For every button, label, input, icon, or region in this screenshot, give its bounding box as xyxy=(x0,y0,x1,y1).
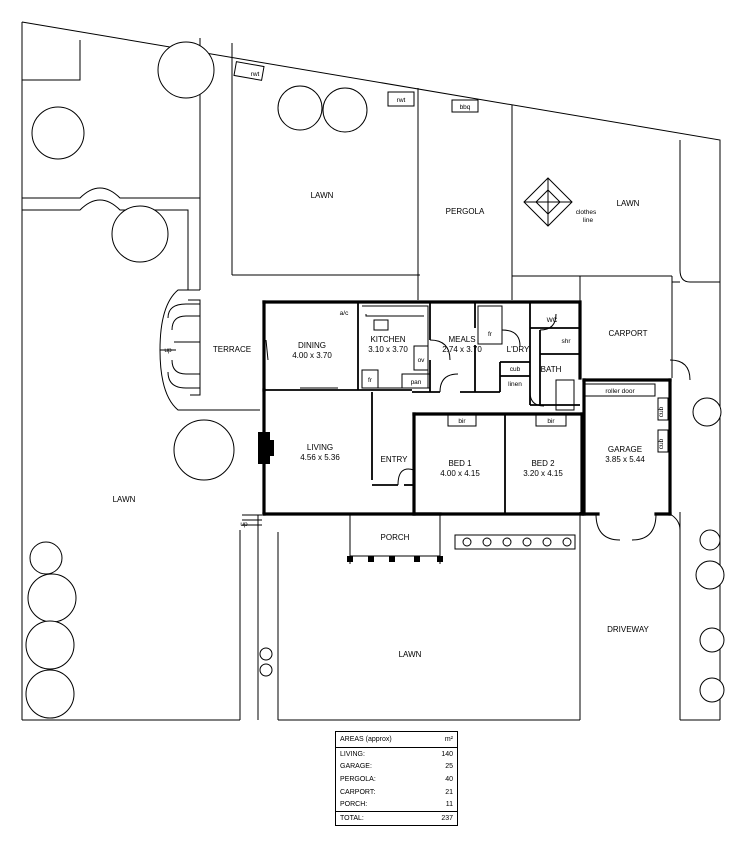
laundry-label: L'DRY xyxy=(507,345,530,354)
table-row: GARAGE: 25 xyxy=(336,761,457,774)
cub-label-1: cub xyxy=(510,366,521,373)
areas-table: AREAS (approx) m² LIVING: 140 GARAGE: 25… xyxy=(335,731,458,826)
wc-label: WC xyxy=(547,317,558,324)
bed2-label: BED 2 xyxy=(531,459,555,468)
trees xyxy=(25,41,725,719)
kitchen-dim: 3.10 x 3.70 xyxy=(368,345,408,354)
table-row: PERGOLA: 40 xyxy=(336,773,457,786)
ac-label: a/c xyxy=(340,310,349,317)
bed2-dim: 3.20 x 4.15 xyxy=(523,469,563,478)
porch-label: PORCH xyxy=(381,533,410,542)
garden-paths xyxy=(22,38,720,411)
entry-label: ENTRY xyxy=(381,455,409,464)
dining-label: DINING xyxy=(298,341,326,350)
garage-label: GARAGE xyxy=(608,445,642,454)
terrace-label: TERRACE xyxy=(213,345,251,354)
bir-label-1: bir xyxy=(458,418,466,425)
areas-table-unit: m² xyxy=(444,735,453,743)
area-label: LIVING: xyxy=(340,750,365,758)
bed1-dim: 4.00 x 4.15 xyxy=(440,469,480,478)
table-row: PORCH: 11 xyxy=(336,798,457,811)
fridge-label-2: fr xyxy=(488,331,493,338)
meals-label: MEALS xyxy=(448,335,475,344)
area-value: 11 xyxy=(445,801,453,809)
total-value: 237 xyxy=(441,814,453,822)
total-label: TOTAL: xyxy=(340,814,364,822)
roller-door-label: roller door xyxy=(605,388,635,395)
doors xyxy=(265,313,691,541)
rwt-label-2: rwt xyxy=(397,97,406,104)
yard-fixtures xyxy=(233,61,479,113)
area-value: 40 xyxy=(445,775,453,783)
lawn-top-label: LAWN xyxy=(311,191,334,200)
clothes-line-label: clothes xyxy=(576,209,597,216)
area-value: 140 xyxy=(441,750,453,758)
garage-dim: 3.85 x 5.44 xyxy=(605,455,645,464)
rwt-label-1: rwt xyxy=(251,71,260,78)
cub-label-3: cub xyxy=(658,438,665,449)
lawn-front-label: LAWN xyxy=(399,650,422,659)
dining-dim: 4.00 x 3.70 xyxy=(292,351,332,360)
table-row: CARPORT: 21 xyxy=(336,786,457,799)
front-planter xyxy=(454,534,576,550)
area-label: PERGOLA: xyxy=(340,775,376,783)
area-label: GARAGE: xyxy=(340,763,372,771)
carport-label: CARPORT xyxy=(609,329,648,338)
pantry-label: pan xyxy=(411,379,422,386)
areas-table-title: AREAS (approx) xyxy=(340,735,392,743)
table-row: LIVING: 140 xyxy=(336,748,457,761)
terrace-steps xyxy=(160,303,262,526)
meals-dim: 2.74 x 3.70 xyxy=(442,345,482,354)
living-dim: 4.56 x 5.36 xyxy=(300,453,340,462)
property-boundary xyxy=(21,21,721,721)
kitchen-label: KITCHEN xyxy=(370,335,405,344)
fridge-label-1: fr xyxy=(368,377,373,384)
areas-table-header: AREAS (approx) m² xyxy=(336,732,457,748)
driveway-label: DRIVEWAY xyxy=(607,625,649,634)
room-labels: LAWN PERGOLA LAWN clothes line rwt rwt b… xyxy=(113,71,665,659)
pergola-label: PERGOLA xyxy=(446,207,485,216)
bbq-label: bbq xyxy=(460,104,471,111)
bir-label-2: bir xyxy=(547,418,555,425)
linen-label: linen xyxy=(508,381,522,388)
table-total-row: TOTAL: 237 xyxy=(336,810,457,825)
interior-walls xyxy=(264,302,580,514)
up-label-1: up xyxy=(164,347,172,354)
oven-label: ov xyxy=(418,357,426,364)
area-value: 21 xyxy=(445,788,453,796)
lawn-left-label: LAWN xyxy=(113,495,136,504)
clothes-line xyxy=(523,177,573,227)
lawn-right-label: LAWN xyxy=(617,199,640,208)
area-label: CARPORT: xyxy=(340,788,376,796)
clothes-line-label-2: line xyxy=(583,217,594,224)
shr-label: shr xyxy=(561,338,571,345)
area-label: PORCH: xyxy=(340,801,368,809)
cub-label-2: cub xyxy=(658,406,665,417)
up-label-2: up xyxy=(240,521,248,528)
bath-label: BATH xyxy=(541,365,562,374)
fireplace xyxy=(258,432,274,464)
area-value: 25 xyxy=(445,763,453,771)
kitchen-counters xyxy=(361,305,503,389)
bed1-label: BED 1 xyxy=(448,459,472,468)
living-label: LIVING xyxy=(307,443,333,452)
porch xyxy=(347,513,443,564)
carport-outline xyxy=(579,276,673,453)
